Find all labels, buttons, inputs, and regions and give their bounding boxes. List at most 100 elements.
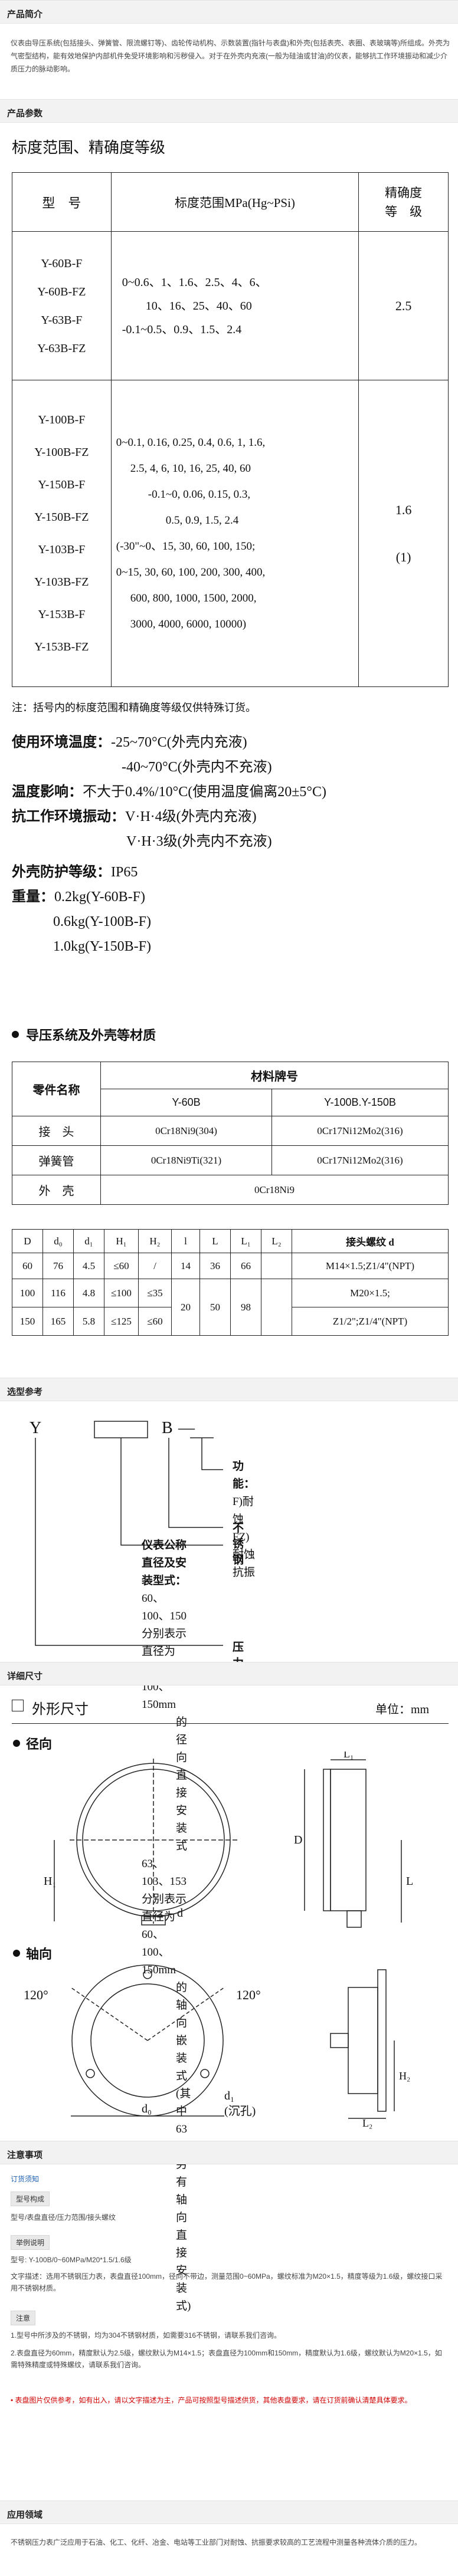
d-label: D — [294, 1834, 302, 1846]
model: Y-63B-FZ — [37, 341, 86, 355]
mount-hole — [143, 1970, 152, 1979]
range-note: 注：括号内的标度范围和精确度等级仅供特殊订货。 — [12, 702, 256, 714]
axial-side-case — [348, 1987, 378, 2094]
gauge-leader — [35, 1438, 223, 1646]
bullet-icon — [13, 1740, 20, 1747]
model: Y-63B-F — [41, 313, 83, 327]
range-line: 3000, 4000, 6000, 10000) — [130, 617, 247, 630]
materials-header-60: Y-60B — [100, 1089, 272, 1116]
dim-cell: 14 — [171, 1253, 200, 1279]
side-stem — [346, 1910, 362, 1928]
materials-part: 接 头 — [12, 1116, 101, 1146]
model: Y-153B-FZ — [34, 640, 89, 653]
function-option: FZ)耐蚀抗振 — [233, 1531, 256, 1579]
intro-header-bar: 产品简介 — [0, 0, 458, 24]
range-line: 0~0.1, 0.16, 0.25, 0.4, 0.6, 1, 1.6, — [116, 436, 266, 449]
vibration-value: V·H·3级(外壳内不充液) — [126, 834, 272, 849]
dim-cell: 36 — [199, 1253, 231, 1279]
h1-label: H₁ — [44, 1875, 56, 1888]
axial-text: 轴向 — [26, 1947, 53, 1961]
notice-tag: 注意 — [11, 2311, 36, 2325]
example-tag-text: 举例说明 — [11, 2235, 50, 2250]
range-title: 标度范围、精确度等级 — [12, 139, 166, 156]
dimension-header: 详细尺寸 — [7, 1671, 43, 1681]
selection-header-bar: 选型参考 — [0, 1378, 458, 1401]
notes-header: 注意事项 — [7, 2150, 43, 2160]
bullet-icon — [13, 1950, 20, 1957]
intro-text: 仪表由导压系统(包括接头、弹簧管、限流螺钉等)、齿轮传动机构、示数装置(指针与表… — [11, 39, 450, 73]
dimension-header-bar: 详细尺寸 — [0, 1662, 458, 1685]
unit-label: 单位：mm — [375, 1703, 430, 1716]
steel-leader — [168, 1438, 223, 1528]
title-rule — [12, 1723, 449, 1724]
dim-header: d₀ — [42, 1229, 74, 1253]
accuracy-value: 1.6 — [395, 502, 412, 517]
l2-label: L₂ — [362, 2117, 372, 2129]
model: Y-150B-FZ — [34, 510, 89, 524]
dim-header: L — [199, 1229, 231, 1253]
angle-ray — [147, 1987, 225, 2041]
order-link[interactable]: 订货须知 — [11, 2174, 39, 2184]
notes-header-bar: 注意事项 — [0, 2141, 458, 2164]
dim-header: L₁ — [230, 1229, 261, 1253]
temp-value: -25~70°C(外壳内充液) — [111, 735, 247, 750]
dim-cell — [261, 1253, 292, 1279]
l1-label: L₁ — [344, 1752, 354, 1760]
materials-part: 外 壳 — [12, 1175, 101, 1205]
dim-cell: 116 — [42, 1279, 74, 1307]
model: Y-100B-FZ — [34, 445, 89, 459]
mount-hole — [86, 2069, 95, 2078]
dim-cell: M14×1.5;Z1/4"(NPT) — [292, 1253, 449, 1279]
bullet-icon — [12, 1031, 19, 1038]
dim-cell: ≤100 — [104, 1279, 139, 1307]
vibration-label: 抗工作环境振动： — [12, 809, 125, 824]
materials-part: 弹簧管 — [12, 1145, 101, 1175]
dim-cell: 5.8 — [73, 1307, 104, 1336]
radial-drawing: H₁ D L₁ L d — [44, 1752, 413, 1928]
function-leader — [201, 1438, 223, 1470]
dim-header: d₁ — [73, 1229, 104, 1253]
temp-effect-label: 温度影响： — [12, 784, 83, 800]
materials-value: 0Cr17Ni12Mo2(316) — [271, 1116, 449, 1146]
d1-label: d₁ — [224, 2089, 234, 2102]
range-line: -0.1~0, 0.06, 0.15, 0.3, — [148, 488, 251, 501]
dim-cell: ≤60 — [138, 1307, 172, 1336]
model: Y-103B-F — [38, 543, 86, 556]
range-header-range: 标度范围MPa(Hg~PSi) — [110, 172, 359, 232]
dash: — — [178, 1419, 195, 1437]
group1-models: Y-60B-F Y-60B-FZ Y-63B-F Y-63B-FZ — [12, 231, 112, 380]
radial-label: 径向 — [13, 1734, 52, 1753]
notice-1: 1.型号中所涉及的不锈钢，均为304不锈钢材质，如需要316不锈钢，请联系我们咨… — [11, 2331, 282, 2340]
spec-list: 使用环境温度：-25~70°C(外壳内充液) -40~70°C(外壳内不充液) … — [12, 730, 449, 959]
range-line: 600, 800, 1000, 1500, 2000, — [130, 592, 257, 604]
application-header: 应用领域 — [7, 2510, 43, 2520]
order-link-text[interactable]: 订货须知 — [11, 2175, 40, 2183]
model: Y-153B-F — [38, 607, 86, 621]
materials-value: 0Cr18Ni9(304) — [100, 1116, 272, 1146]
materials-title: 导压系统及外壳等材质 — [12, 1025, 156, 1044]
model: Y-100B-F — [38, 413, 86, 426]
notice-2: 2.表盘直径为60mm，精度默认为2.5级，螺纹默认为M14×1.5；表盘直径为… — [11, 2349, 442, 2369]
outline-title: 外形尺寸 — [32, 1702, 89, 1717]
model: Y-60B-FZ — [37, 285, 86, 298]
intro-header: 产品简介 — [7, 9, 43, 19]
dim-cell — [261, 1279, 292, 1336]
size-box — [94, 1421, 148, 1438]
size-option: 的径向直接安装式 — [176, 1716, 188, 1852]
dim-cell: ≤125 — [104, 1307, 139, 1336]
dim-cell: 20 — [171, 1279, 200, 1336]
range-table: 型 号 标度范围MPa(Hg~PSi) 精确度 等 级 Y-60B-F Y-60… — [12, 172, 449, 687]
range-line: 0.5, 0.9, 1.5, 2.4 — [165, 514, 239, 527]
dim-cell: 4.8 — [73, 1279, 104, 1307]
size-block: 仪表公称直径及安装型式： 60、100、150分别表示直径为60、100、150… — [142, 1537, 191, 2315]
group2-accuracy: 1.6 (1) — [358, 380, 449, 687]
dim-cell: 60 — [12, 1253, 43, 1279]
mount-hole — [200, 2069, 210, 2078]
function-label: 功能： — [233, 1460, 256, 1490]
dim-header: l — [171, 1229, 200, 1253]
range-line: -0.1~0.5、0.9、1.5、2.4 — [122, 323, 242, 336]
weight-value: 1.0kg(Y-150B-F) — [53, 939, 151, 954]
dim-cell: 165 — [42, 1307, 74, 1336]
dim-header: D — [12, 1229, 43, 1253]
angle-label: 120° — [236, 1987, 261, 2002]
